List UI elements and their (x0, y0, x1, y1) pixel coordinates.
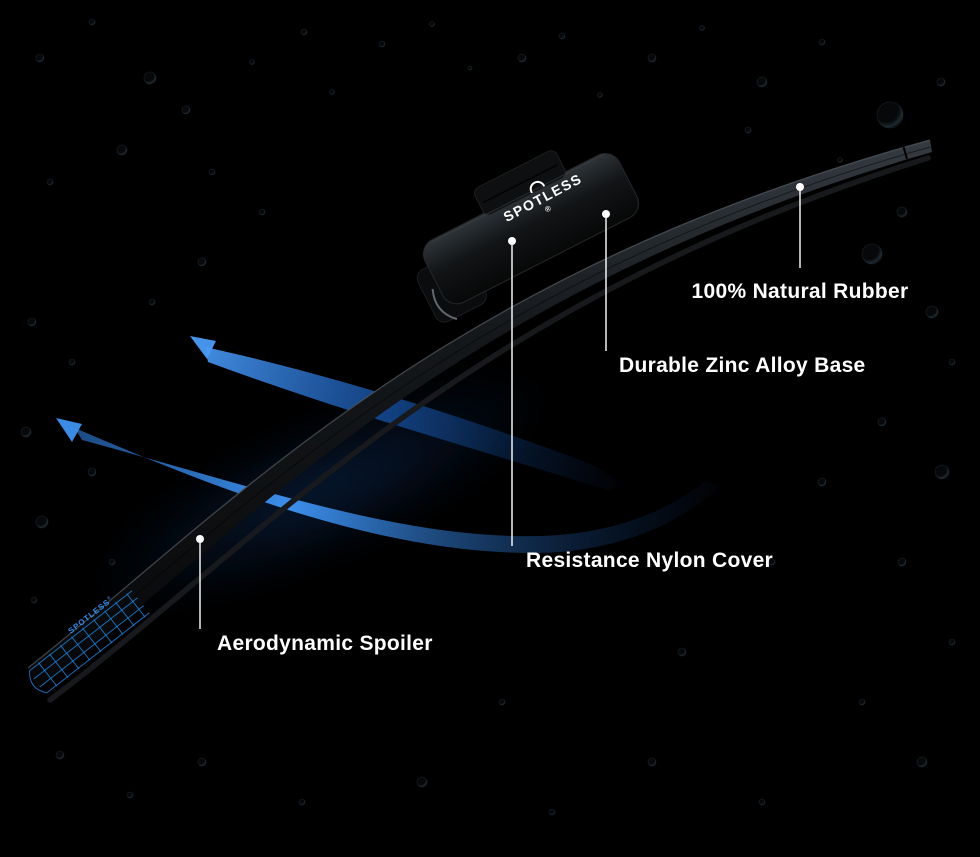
rubber-element (47, 155, 931, 703)
connector-top-edge (431, 153, 605, 243)
connector-side-highlight (431, 288, 458, 321)
callout-dot-nylon-cover (508, 237, 516, 245)
blade-crease (35, 146, 931, 677)
callout-lines (199, 189, 801, 629)
airflow-arrow-lower (56, 418, 82, 442)
callout-label-natural-rubber: 100% Natural Rubber (691, 280, 909, 303)
blade-end-wireframe (29, 590, 150, 694)
airflow-arrow-upper (190, 336, 216, 359)
callout-dots (196, 183, 804, 543)
callout-dot-spoiler (196, 535, 204, 543)
callout-label-aerodynamic-spoiler: Aerodynamic Spoiler (217, 632, 433, 655)
airflow-swoosh-upper (190, 336, 622, 490)
callout-dot-natural-rubber (796, 183, 804, 191)
blade-tip-cap (902, 144, 908, 160)
connector-housing (416, 150, 639, 323)
callout-dot-zinc-alloy (602, 210, 610, 218)
callout-label-nylon-cover: Resistance Nylon Cover (526, 549, 774, 572)
airflow-swoosh-lower (56, 418, 720, 554)
blade-top-highlight (27, 139, 931, 669)
connector-top-clip (474, 150, 566, 215)
callout-label-zinc-alloy-base: Durable Zinc Alloy Base (619, 354, 866, 377)
